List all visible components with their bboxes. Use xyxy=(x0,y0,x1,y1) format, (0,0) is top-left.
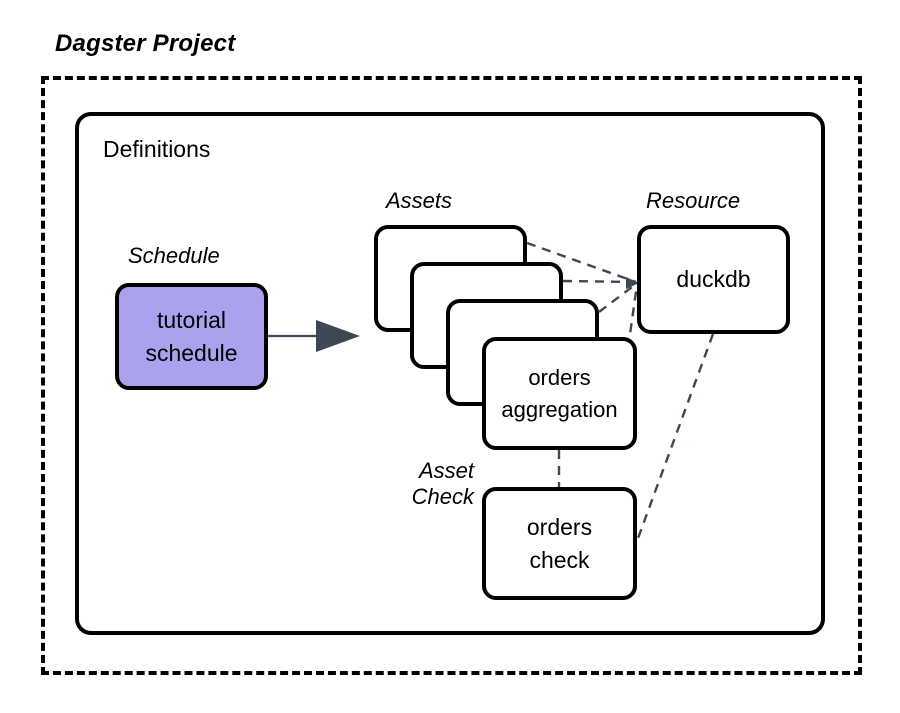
resource-node-label: duckdb xyxy=(676,266,751,293)
group-label-assets: Assets xyxy=(386,188,453,213)
definitions-label: Definitions xyxy=(103,136,211,162)
resource-node-duckdb[interactable]: duckdb xyxy=(637,225,790,334)
asset-check-node-line-2: check xyxy=(529,546,590,573)
project-title: Dagster Project xyxy=(55,30,236,57)
schedule-node-line-1: tutorial xyxy=(156,306,227,333)
schedule-node-tutorial-schedule[interactable]: tutorial schedule xyxy=(115,283,268,390)
asset-check-node-line-1: orders xyxy=(526,513,593,540)
group-label-resource: Resource xyxy=(646,188,741,213)
schedule-node-line-2: schedule xyxy=(145,339,238,366)
group-label-schedule: Schedule xyxy=(128,243,220,268)
asset-node-line-1: orders xyxy=(528,365,591,391)
dagster-project-boundary xyxy=(41,76,862,675)
asset-node-line-2: aggregation xyxy=(501,396,618,422)
group-label-asset-check: Asset Check xyxy=(411,458,474,509)
asset-node-orders-aggregation[interactable]: orders aggregation xyxy=(482,337,637,450)
asset-check-node-orders-check[interactable]: orders check xyxy=(482,487,637,600)
